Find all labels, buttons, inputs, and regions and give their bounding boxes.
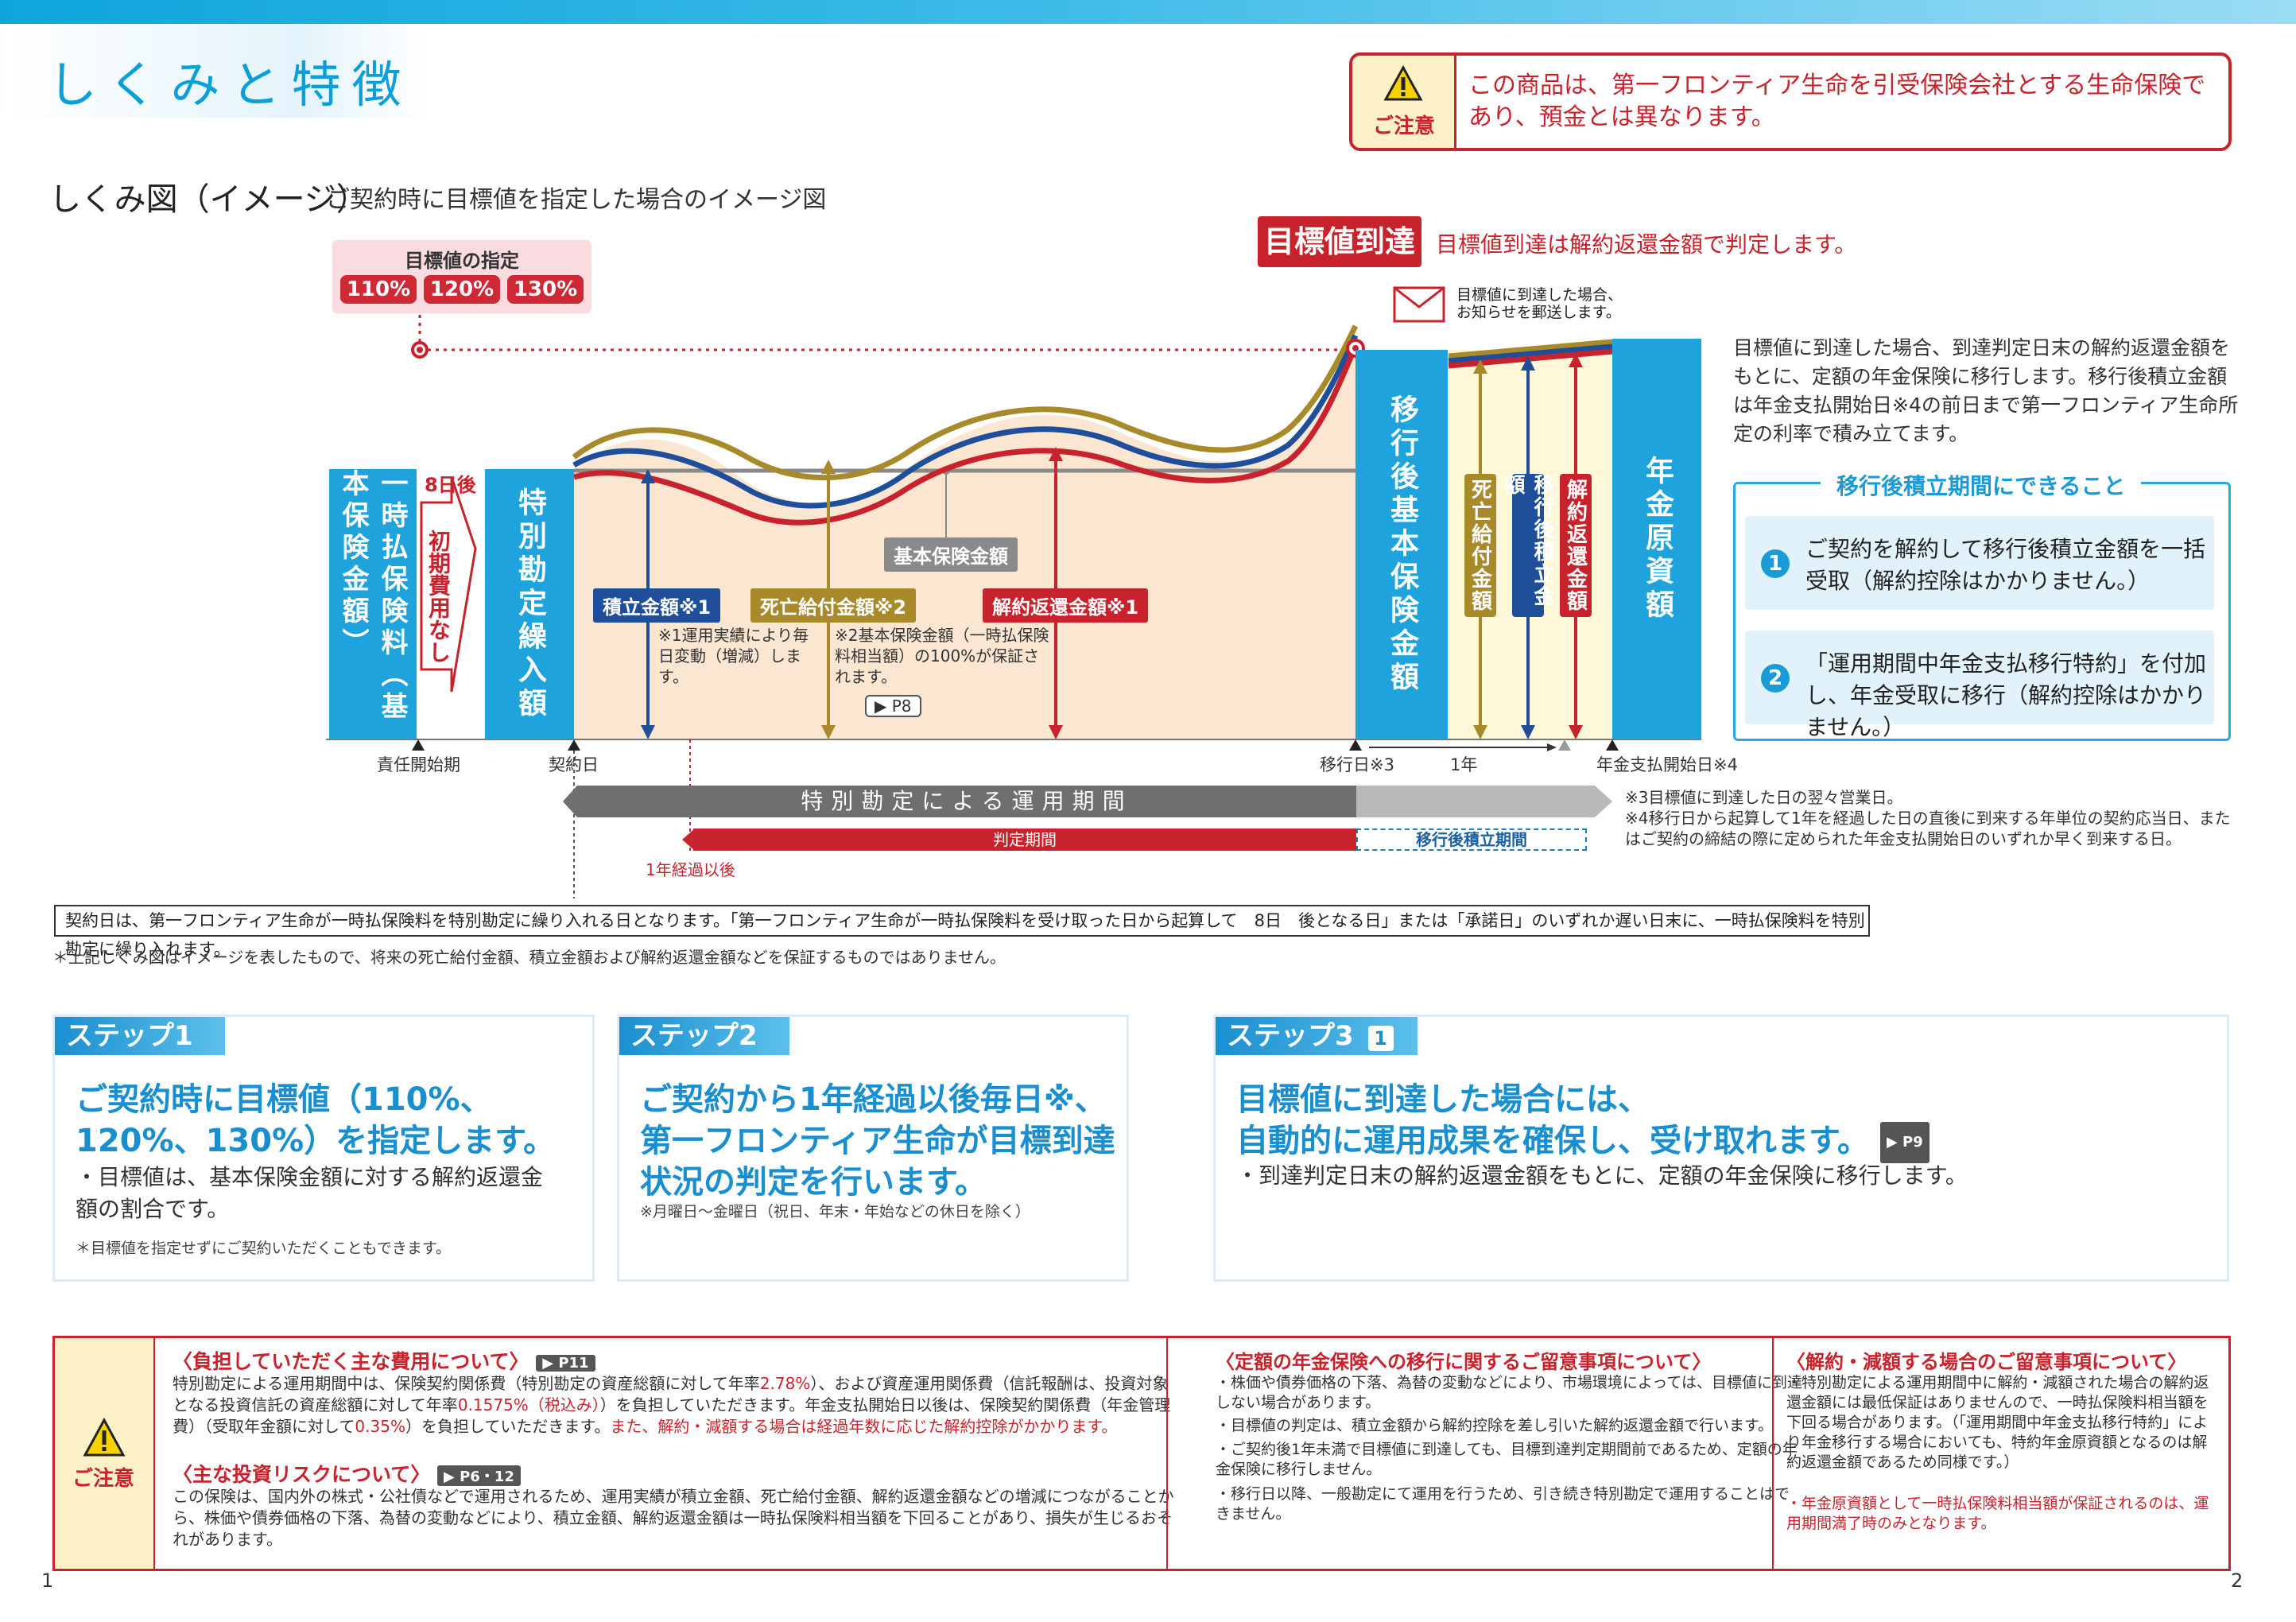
note-4: ※4移行日から起算して1年を経過した日の直後に到来する年単位の契約応当日、または… [1625, 809, 2231, 848]
diagram-heading: しくみ図（イメージ） [49, 181, 368, 218]
warning-icon [1383, 65, 1423, 101]
initial-cost-arrow [420, 476, 477, 693]
cost-heading: 〈負担していただく主な費用について〉 ▶ P11 [173, 1346, 595, 1375]
tick-coverage-start: 責任開始期 [377, 755, 460, 774]
judgement-period: 判定期間 [693, 828, 1356, 851]
step-1-title: ご契約時に目標値（110%、120%、130%）を指定します。 [76, 1081, 556, 1159]
reserve-label: 積立金額※1 [593, 588, 721, 623]
step-1-card: ステップ1 ご契約時に目標値（110%、120%、130%）を指定します。 ・目… [52, 1015, 595, 1282]
death-benefit-label: 死亡給付金額※2 [750, 588, 917, 623]
no-initial-cost: 初期費用なし [425, 530, 452, 663]
title-band [0, 24, 429, 118]
bottom-caution-label: ご注意 [72, 1467, 135, 1491]
target-label: 目標値の指定 [405, 250, 519, 272]
caution-label: ご注意 [1373, 114, 1436, 138]
transfer-item-3: ・ご契約後1年未満で目標値に到達しても、目標到達判定期間前であるため、定額の年金… [1216, 1441, 1798, 1478]
step-3-card: ステップ3 1 目標値に到達した場合には、 自動的に運用成果を確保し、受け取れま… [1213, 1015, 2229, 1282]
note-2: ※2基本保険金額（一時払保険料相当額）の100%が保証されます。 [835, 626, 1049, 686]
bottom-caution-box: ご注意 〈負担していただく主な費用について〉 ▶ P11 特別勘定による運用期間… [52, 1336, 2231, 1571]
accumulate-option-2: 2 「運用期間中年金支払移行特約」を付加し、年金受取に移行（解約控除はかかりませ… [1745, 631, 2214, 740]
target-pill-130: 130% [507, 275, 584, 304]
tag-death-benefit: 死亡給付金額 [1464, 474, 1496, 617]
target-reached-badge: 目標値到達 [1258, 216, 1421, 267]
tick-pension-start: 年金支払開始日※4 [1596, 755, 1738, 774]
accumulate-options-box: 1 ご契約を解約して移行後積立金額を一括受取（解約控除はかかりません。） 2 「… [1733, 482, 2231, 741]
page-ref-p8[interactable]: ▶ P8 [865, 695, 921, 717]
tick-transfer-date: 移行日※3 [1320, 755, 1394, 774]
risk-text: この保険は、国内外の株式・公社債などで運用されるため、運用実績が積立金額、死亡給… [173, 1487, 1174, 1549]
tick-one-year: 1年 [1450, 755, 1478, 774]
caution-banner: ご注意 この商品は、第一フロンティア生命を引受保険会社とする生命保険であり、預金… [1349, 52, 2232, 151]
target-pill-110: 110% [340, 275, 417, 304]
mechanism-diagram [326, 315, 1701, 898]
death-benefit-curve [572, 324, 1359, 481]
number-1-icon: 1 [1761, 549, 1790, 578]
tick-contract-date: 契約日 [549, 755, 599, 774]
cost-text: 特別勘定による運用期間中は、保険契約関係費（特別勘定の資産総額に対して年率2.7… [173, 1374, 1171, 1436]
transfer-base-column: 移行後基本保険金額 [1355, 350, 1448, 739]
caution-message: この商品は、第一フロンティア生命を引受保険会社とする生命保険であり、預金とは異な… [1468, 72, 2206, 131]
surrender-curve [573, 344, 1359, 526]
step-3-header: ステップ3 1 [1216, 1017, 1418, 1055]
contract-date-note: 契約日は、第一フロンティア生命が一時払保険料を特別勘定に繰り入れる日となります。… [54, 905, 1870, 959]
page-number-right: 2 [2231, 1570, 2244, 1592]
post-transfer-period: 移行後積立期間 [1356, 828, 1587, 851]
transfer-item-2: ・目標値の判定は、積立金額から解約控除を差し引いた解約返還金額で行います。 [1216, 1417, 1774, 1434]
diagram-disclaimer: ＊上記しくみ図はイメージを表したもので、将来の死亡給付金額、積立金額および解約返… [52, 948, 1006, 967]
step-3-text: ・到達判定日末の解約返還金額をもとに、定額の年金保険に移行します。 [1236, 1162, 1968, 1189]
step-3-number: 1 [1367, 1026, 1394, 1051]
note-1: ※1運用実績により毎日変動（増減）します。 [658, 626, 809, 686]
step-3-title-2: 自動的に運用成果を確保し、受け取れます。 ▶ P9 [1236, 1120, 1929, 1163]
step-2-note: ※月曜日～金曜日（祝日、年末・年始などの休日を除く） [640, 1203, 1030, 1220]
caution-icon-cell: ご注意 [1352, 56, 1456, 148]
transfer-explanation: 目標値に到達した場合、到達判定日末の解約返還金額をもとに、定額の年金保険に移行し… [1733, 336, 2239, 445]
step-2-header: ステップ2 [619, 1017, 789, 1055]
top-accent-bar [0, 0, 2296, 24]
bottom-caution-icon-cell: ご注意 [55, 1338, 155, 1569]
note-3: ※3目標値に到達した日の翌々営業日。 [1625, 788, 1903, 807]
premium-column: 一時払保険料（基本保険金額） [329, 469, 417, 739]
step-1-note: ＊目標値を指定せずにご契約いただくこともできます。 [76, 1240, 451, 1257]
transfer-item-1: ・株価や債券価格の下落、為替の変動などにより、市場環境によっては、目標値に到達し… [1216, 1374, 1802, 1411]
eight-days-label: 8日後 [425, 474, 476, 496]
step-1-text: ・目標値は、基本保険金額に対する解約返還金額の割合です。 [76, 1164, 544, 1222]
cancel-text: ・特別勘定による運用期間中に解約・減額された場合の解約返還金額には最低保証はあり… [1786, 1374, 2209, 1471]
accumulate-option-1: 1 ご契約を解約して移行後積立金額を一括受取（解約控除はかかりません。） [1745, 516, 2214, 610]
tag-surrender: 解約返還金額 [1560, 474, 1592, 617]
page-ref-p6-12[interactable]: ▶ P6・12 [436, 1465, 521, 1486]
special-account-column: 特別勘定繰入額 [485, 469, 574, 739]
special-account-period: 特別勘定による運用期間 [577, 786, 1356, 817]
period-extension [1356, 786, 1595, 817]
step-2-title: ご契約から1年経過以後毎日※、第一フロンティア生命が目標到達状況の判定を行います… [640, 1081, 1115, 1201]
step-3-title-1: 目標値に到達した場合には、 [1236, 1081, 1650, 1118]
page-number-left: 1 [41, 1570, 54, 1592]
transfer-item-4: ・移行日以降、一般勘定にて運用を行うため、引き続き特別勘定で運用することはできま… [1216, 1485, 1790, 1523]
surrender-label: 解約返還金額※1 [983, 588, 1149, 623]
step-2-card: ステップ2 ご契約から1年経過以後毎日※、第一フロンティア生命が目標到達状況の判… [617, 1015, 1129, 1282]
target-reached-note: 目標値到達は解約返還金額で判定します。 [1436, 231, 1857, 258]
warning-icon [83, 1418, 126, 1457]
base-amount-label: 基本保険金額 [884, 537, 1018, 572]
tag-transfer-reserve: 移行後積立金額 [1501, 474, 1554, 617]
accumulate-options-title: 移行後積立期間にできること [1821, 469, 2142, 501]
cancel-heading: 〈解約・減額する場合のご留意事項について〉 [1786, 1351, 2187, 1373]
pension-fund-column: 年金原資額 [1612, 339, 1701, 739]
page-ref-p11[interactable]: ▶ P11 [536, 1354, 595, 1372]
cancel-red-text: ・年金原資額として一時払保険料相当額が保証されるのは、運用期間満了時のみとなりま… [1786, 1495, 2209, 1532]
mail-note: 目標値に到達した場合、お知らせを郵送します。 [1456, 286, 1623, 321]
target-value-box: 目標値の指定 110% 120% 130% [332, 240, 591, 313]
number-2-icon: 2 [1761, 664, 1790, 693]
mail-icon [1393, 286, 1445, 323]
page-ref-p9[interactable]: ▶ P9 [1879, 1122, 1929, 1163]
diagram-subheading: ご契約時に目標値を指定した場合のイメージ図 [326, 186, 827, 214]
risk-heading: 〈主な投資リスクについて〉 ▶ P6・12 [173, 1459, 521, 1488]
reserve-curve [572, 334, 1359, 509]
target-pill-120: 120% [424, 275, 500, 304]
step-1-header: ステップ1 [55, 1017, 225, 1055]
after-one-year-label: 1年経過以後 [646, 860, 735, 879]
transfer-heading: 〈定額の年金保険への移行に関するご留意事項について〉 [1216, 1351, 1712, 1373]
page-title: しくみと特徴 [48, 56, 413, 114]
